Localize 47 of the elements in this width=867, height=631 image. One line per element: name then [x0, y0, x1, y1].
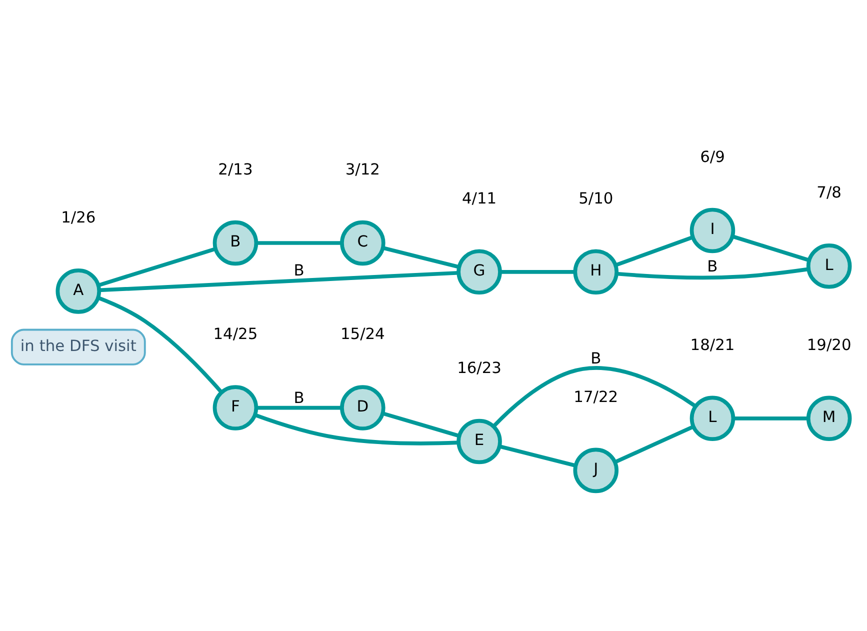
- connector: [254, 412, 459, 445]
- node-label: 6/9: [700, 147, 725, 166]
- node-circle: H: [573, 248, 619, 294]
- node-circle: F: [212, 384, 258, 430]
- connector: [256, 405, 342, 410]
- node-circle: L: [806, 242, 852, 288]
- node-label: 2/13: [218, 160, 253, 178]
- node-label: 5/10: [578, 188, 614, 207]
- connector: [498, 444, 576, 467]
- node-circle: C: [340, 220, 386, 266]
- node-label: 17/22: [574, 387, 618, 406]
- node-label: 16/23: [457, 358, 502, 376]
- edge-label: B: [294, 388, 304, 406]
- node-circle: I: [690, 207, 736, 253]
- edge-label: B: [294, 261, 304, 280]
- node-label: 4/11: [462, 188, 497, 207]
- node-label: 3/12: [345, 160, 380, 178]
- node-label: 14/25: [213, 324, 258, 343]
- node-circle: A: [56, 268, 102, 314]
- connector: [382, 245, 460, 268]
- node-label: 7/8: [816, 183, 842, 202]
- node-label: 1/26: [61, 208, 96, 226]
- node-circle: D: [340, 384, 386, 430]
- connector: [98, 246, 216, 287]
- node-circle: B: [212, 220, 258, 266]
- edge-label: B: [707, 257, 718, 276]
- connector: [614, 234, 694, 266]
- node-box: in the DFS visit: [10, 328, 146, 365]
- node-circle: J: [573, 447, 619, 493]
- connector: [500, 269, 575, 274]
- connector: [382, 411, 460, 438]
- connector: [98, 296, 223, 394]
- node-label: 19/20: [806, 335, 852, 354]
- node-circle: M: [806, 395, 852, 441]
- node-label: 15/24: [340, 324, 385, 343]
- connector: [616, 266, 809, 280]
- node-circle: L: [690, 395, 736, 441]
- node-label: 18/21: [690, 335, 735, 354]
- connector: [614, 424, 694, 464]
- edge-label: B: [590, 348, 602, 367]
- connector: [256, 240, 342, 244]
- connector: [732, 234, 810, 262]
- node-circle: E: [456, 418, 502, 464]
- connector: [733, 416, 808, 420]
- node-circle: G: [456, 248, 502, 294]
- connector: [492, 366, 696, 428]
- connector: [99, 270, 458, 292]
